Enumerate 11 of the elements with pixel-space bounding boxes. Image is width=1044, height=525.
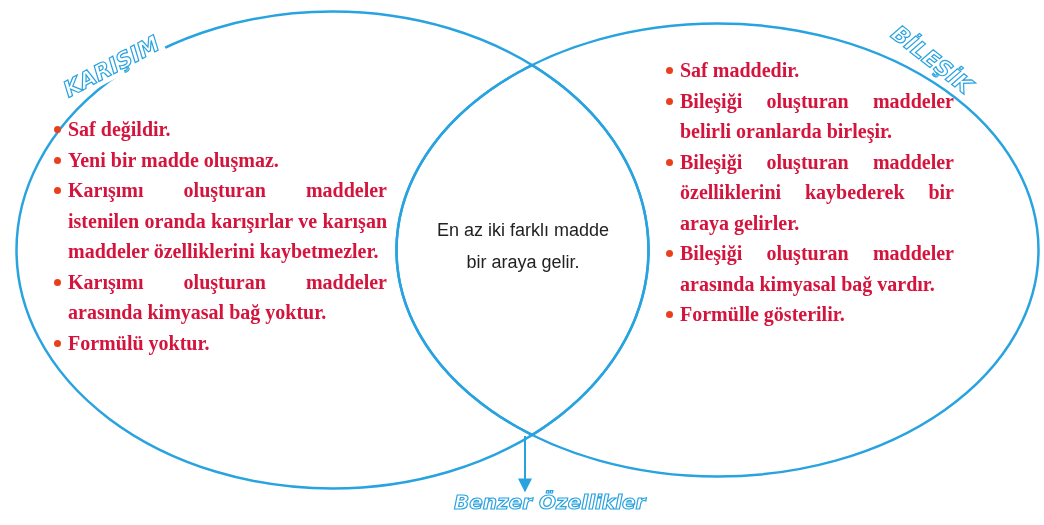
bullet-item: Karışımı oluşturan maddeler arasında kimyasal bağ yoktur. — [52, 266, 387, 328]
bullet-item: Bileşiği oluşturan maddeler arasında kimyasal bağ vardır. — [664, 238, 954, 299]
arrow — [518, 435, 532, 493]
bullet-item: Formülle gösterilir. — [664, 299, 954, 330]
bullet-item: Bileşiği oluşturan maddeler özelliklerini kaybederek bir araya gelirler. — [664, 146, 954, 238]
bullet-item: Formülü yoktur. — [52, 327, 387, 358]
bullet-item: Karışımı oluşturan maddeler istenilen oranda karışırlar ve karışan maddeler özelliklerini kaybetmezler. — [52, 175, 387, 267]
caption-text: Benzer Özellikler — [453, 490, 648, 514]
bullet-item: Yeni bir madde oluşmaz. — [52, 144, 387, 175]
bullet-item: Saf değildir. — [52, 114, 387, 145]
overlap-text: En az iki farklı madde bir araya gelir. — [435, 219, 611, 274]
